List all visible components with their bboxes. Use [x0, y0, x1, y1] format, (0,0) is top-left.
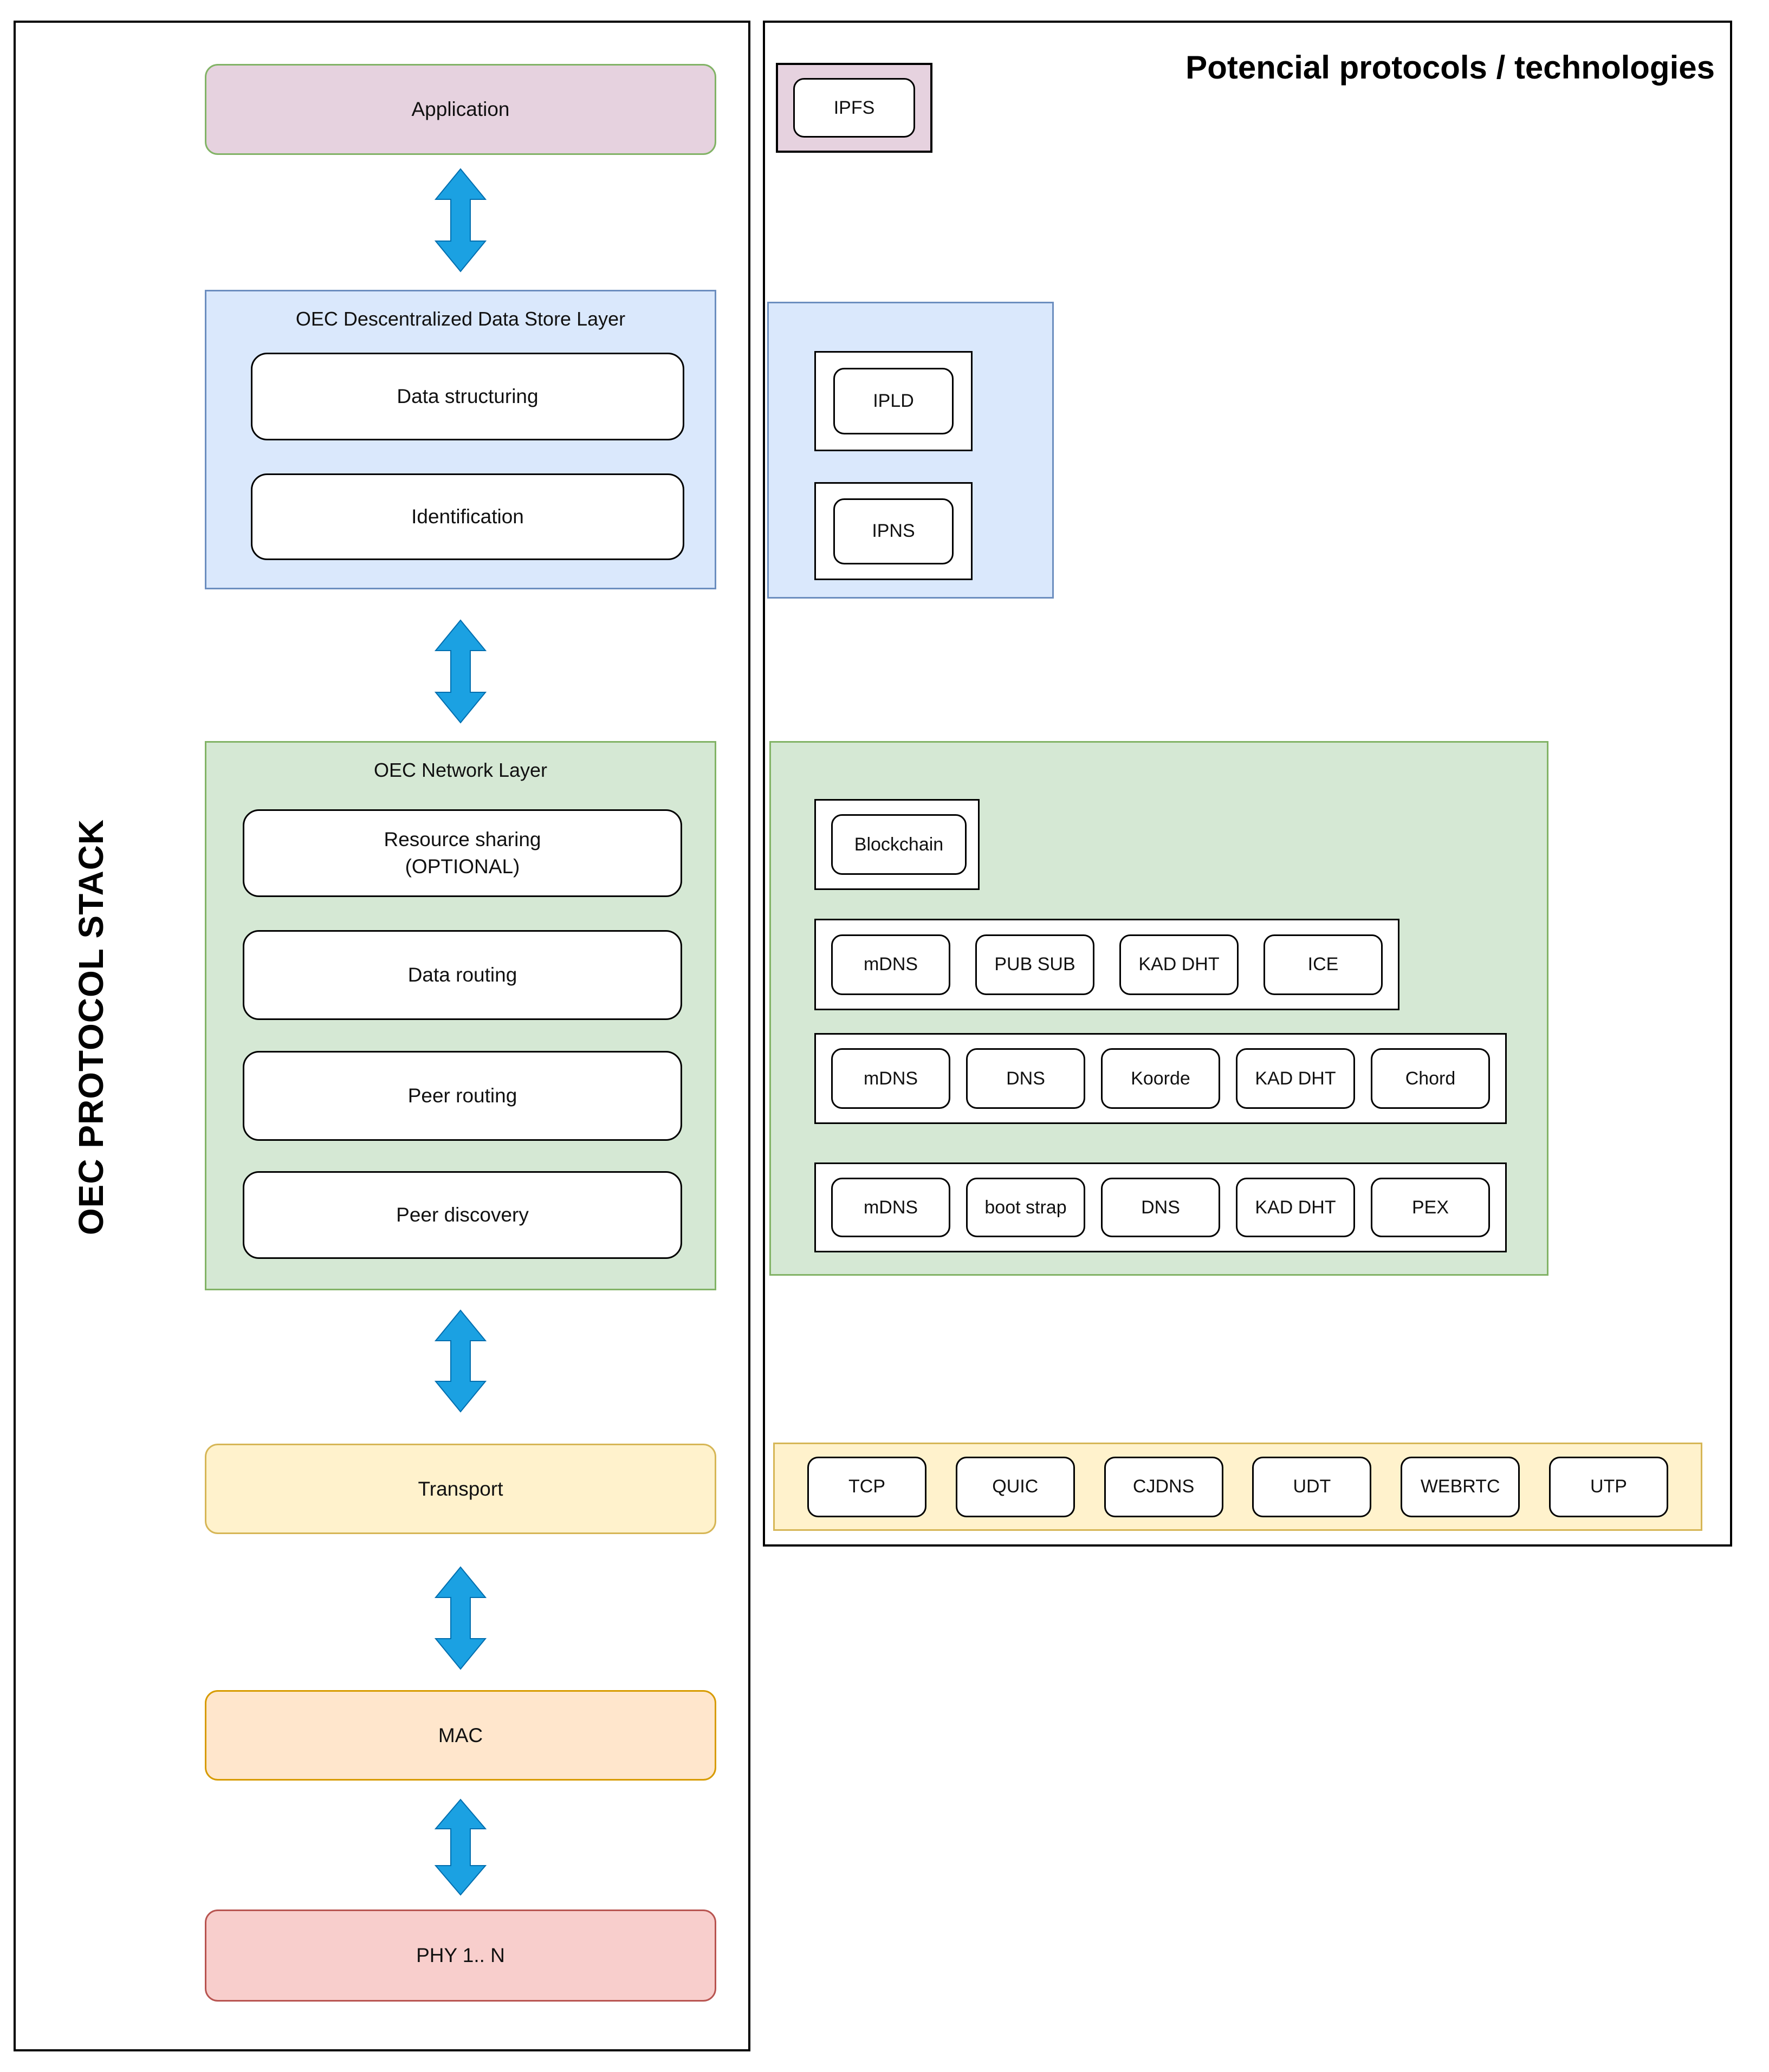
- stack-vertical-title: OEC PROTOCOL STACK: [72, 819, 111, 1236]
- chip-ipns-label: IPNS: [872, 521, 915, 541]
- chip-ipld: IPLD: [833, 368, 954, 434]
- data-store-item-identification: Identification: [251, 473, 684, 560]
- network-protocol-row-1: mDNS PUB SUB KAD DHT ICE: [814, 919, 1399, 1010]
- chip-koorde: Koorde: [1101, 1048, 1220, 1109]
- network-item-resource-sharing: Resource sharing (OPTIONAL): [243, 809, 682, 897]
- chip-ipld-label: IPLD: [873, 391, 914, 411]
- group-transport-protocols: TCP QUIC CJDNS UDT WEBRTC UTP: [773, 1443, 1702, 1531]
- chip-dns-label: DNS: [1141, 1197, 1180, 1218]
- chip-mdns-label: mDNS: [863, 954, 918, 975]
- chip-tcp: TCP: [807, 1456, 926, 1517]
- chip-kad-dht-label: KAD DHT: [1255, 1068, 1336, 1089]
- chip-udt: UDT: [1252, 1456, 1372, 1517]
- chip-utp: UTP: [1548, 1456, 1668, 1517]
- chip-kad-dht-label: KAD DHT: [1138, 954, 1220, 975]
- chip-dns-label: DNS: [1006, 1068, 1045, 1089]
- chip-kad-dht-label: KAD DHT: [1255, 1197, 1336, 1218]
- chip-chord-label: Chord: [1405, 1068, 1456, 1089]
- network-item-peer-routing: Peer routing: [243, 1051, 682, 1141]
- layer-network: OEC Network Layer Resource sharing (OPTI…: [205, 741, 716, 1290]
- chip-kad-dht: KAD DHT: [1236, 1178, 1355, 1237]
- chip-bootstrap-label: boot strap: [984, 1197, 1067, 1218]
- chip-pubsub-label: PUB SUB: [994, 954, 1075, 975]
- chip-webrtc-label: WEBRTC: [1420, 1476, 1500, 1497]
- identification-label: Identification: [411, 505, 524, 528]
- blockchain-row: Blockchain: [814, 799, 980, 890]
- chip-ice-label: ICE: [1307, 954, 1339, 975]
- peer-routing-label: Peer routing: [407, 1084, 517, 1107]
- chip-quic: QUIC: [955, 1456, 1075, 1517]
- bidirectional-arrow-1: [435, 168, 487, 272]
- chip-webrtc: WEBRTC: [1401, 1456, 1520, 1517]
- bidirectional-arrow-2: [435, 619, 487, 724]
- bidirectional-arrow-3: [435, 1309, 487, 1413]
- chip-utp-label: UTP: [1590, 1476, 1627, 1497]
- chip-mdns: mDNS: [831, 1048, 950, 1109]
- layer-transport: Transport: [205, 1444, 716, 1534]
- data-routing-label: Data routing: [407, 964, 517, 986]
- chip-pex: PEX: [1371, 1178, 1490, 1237]
- chip-kad-dht: KAD DHT: [1236, 1048, 1355, 1109]
- chip-blockchain-label: Blockchain: [854, 834, 944, 855]
- layer-mac-label: MAC: [438, 1724, 483, 1746]
- chip-bootstrap: boot strap: [966, 1178, 1085, 1237]
- group-application-protocols: IPFS: [776, 63, 932, 153]
- chip-chord: Chord: [1371, 1048, 1490, 1109]
- peer-discovery-label: Peer discovery: [396, 1204, 529, 1226]
- chip-ipfs-label: IPFS: [833, 97, 875, 118]
- layer-application: Application: [205, 64, 716, 155]
- chip-koorde-label: Koorde: [1131, 1068, 1190, 1089]
- chip-ipfs: IPFS: [793, 78, 915, 138]
- layer-mac: MAC: [205, 1690, 716, 1781]
- ipld-box: IPLD: [814, 351, 973, 451]
- chip-mdns: mDNS: [831, 1178, 950, 1237]
- oec-protocol-stack-panel: OEC PROTOCOL STACK Application OEC Desce…: [14, 21, 750, 2051]
- network-protocol-row-3: mDNS boot strap DNS KAD DHT PEX: [814, 1162, 1507, 1252]
- chip-ice: ICE: [1263, 934, 1383, 995]
- network-item-peer-discovery: Peer discovery: [243, 1171, 682, 1259]
- layer-phy-label: PHY 1.. N: [416, 1944, 505, 1966]
- resource-sharing-label: Resource sharing (OPTIONAL): [384, 828, 541, 878]
- chip-mdns: mDNS: [831, 934, 950, 995]
- chip-udt-label: UDT: [1293, 1476, 1331, 1497]
- chip-mdns-label: mDNS: [863, 1197, 918, 1218]
- chip-pubsub: PUB SUB: [975, 934, 1094, 995]
- protocols-panel: Potencial protocols / technologies IPFS …: [763, 21, 1732, 1547]
- chip-quic-label: QUIC: [992, 1476, 1039, 1497]
- chip-dns: DNS: [966, 1048, 1085, 1109]
- bidirectional-arrow-5: [435, 1798, 487, 1896]
- data-structuring-label: Data structuring: [397, 385, 539, 408]
- chip-cjdns: CJDNS: [1104, 1456, 1223, 1517]
- layer-data-store: OEC Descentralized Data Store Layer Data…: [205, 290, 716, 589]
- network-protocol-row-2: mDNS DNS Koorde KAD DHT Chord: [814, 1033, 1507, 1124]
- chip-mdns-label: mDNS: [863, 1068, 918, 1089]
- chip-tcp-label: TCP: [848, 1476, 885, 1497]
- chip-dns: DNS: [1101, 1178, 1220, 1237]
- layer-data-store-title: OEC Descentralized Data Store Layer: [295, 308, 626, 330]
- network-item-data-routing: Data routing: [243, 930, 682, 1020]
- layer-network-title: OEC Network Layer: [373, 759, 548, 781]
- layer-application-label: Application: [411, 98, 510, 120]
- data-store-item-data-structuring: Data structuring: [251, 353, 684, 440]
- chip-ipns: IPNS: [833, 498, 954, 564]
- chip-cjdns-label: CJDNS: [1132, 1476, 1195, 1497]
- chip-pex-label: PEX: [1411, 1197, 1449, 1218]
- chip-kad-dht: KAD DHT: [1119, 934, 1239, 995]
- group-network-protocols: Blockchain mDNS PUB SUB KAD DHT ICE mDNS…: [769, 741, 1548, 1276]
- group-data-store-protocols: IPLD IPNS: [767, 302, 1054, 599]
- ipns-box: IPNS: [814, 482, 973, 580]
- layer-phy: PHY 1.. N: [205, 1909, 716, 2002]
- layer-transport-label: Transport: [418, 1477, 503, 1500]
- bidirectional-arrow-4: [435, 1566, 487, 1670]
- chip-blockchain: Blockchain: [831, 814, 967, 875]
- protocols-panel-title: Potencial protocols / technologies: [1185, 49, 1715, 86]
